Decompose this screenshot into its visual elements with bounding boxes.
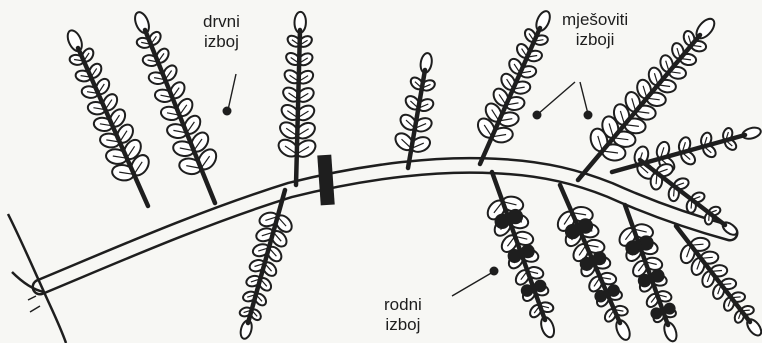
mixed-shoot — [475, 9, 553, 164]
shoot-stem — [145, 30, 215, 203]
fruit-shoot — [484, 172, 556, 339]
shoot-stem — [676, 226, 750, 322]
shoot-stem — [480, 28, 540, 164]
fruit-shoot — [554, 185, 632, 342]
wood-shoot — [275, 12, 318, 185]
label-fruit-shoot-line2: izboj — [384, 315, 422, 335]
shoot-stem — [78, 48, 148, 206]
shoot-stem — [296, 30, 300, 185]
leaf-group — [475, 27, 549, 144]
leader-dot — [533, 111, 542, 120]
leaf — [132, 10, 151, 35]
leaf — [662, 321, 679, 343]
leader-line-mixed-a — [538, 82, 575, 114]
leader-dot — [584, 111, 593, 120]
leader-dot — [490, 267, 499, 276]
label-fruit-shoot: rodni izboj — [382, 295, 424, 335]
label-mixed-shoots-line2: izboji — [562, 30, 628, 50]
mixed-shoot — [676, 226, 762, 338]
label-fruit-shoot-line1: rodni — [384, 295, 422, 315]
shoot-stem — [560, 185, 620, 323]
branch-outline — [40, 165, 730, 287]
mixed-shoot — [612, 126, 762, 182]
label-wood-shoot: drvni izboj — [201, 12, 242, 52]
leaf — [539, 315, 557, 339]
leaf-group — [69, 46, 152, 181]
leader-line-mixed-b — [580, 82, 588, 114]
leader-dot — [223, 107, 232, 116]
leaf-group — [632, 127, 738, 182]
wood-shoot — [65, 28, 153, 206]
leaf — [534, 9, 553, 33]
label-wood-shoot-line2: izboj — [203, 32, 240, 52]
pruning-cut-mark — [317, 155, 334, 206]
shoot-stem — [492, 172, 545, 320]
cut-bar — [317, 155, 334, 206]
wood-shoot — [392, 52, 436, 168]
leader-line-wood — [228, 74, 236, 110]
leader-line-fruit — [452, 272, 493, 296]
leaf-group — [239, 210, 295, 322]
label-wood-shoot-line1: drvni — [203, 12, 240, 32]
label-mixed-shoots-line1: mješoviti — [562, 10, 628, 30]
label-mixed-shoots: mješoviti izboji — [560, 10, 630, 50]
leaf — [65, 28, 85, 53]
leaf — [614, 318, 633, 342]
bark-mark — [28, 296, 40, 312]
branch-core — [40, 165, 730, 287]
